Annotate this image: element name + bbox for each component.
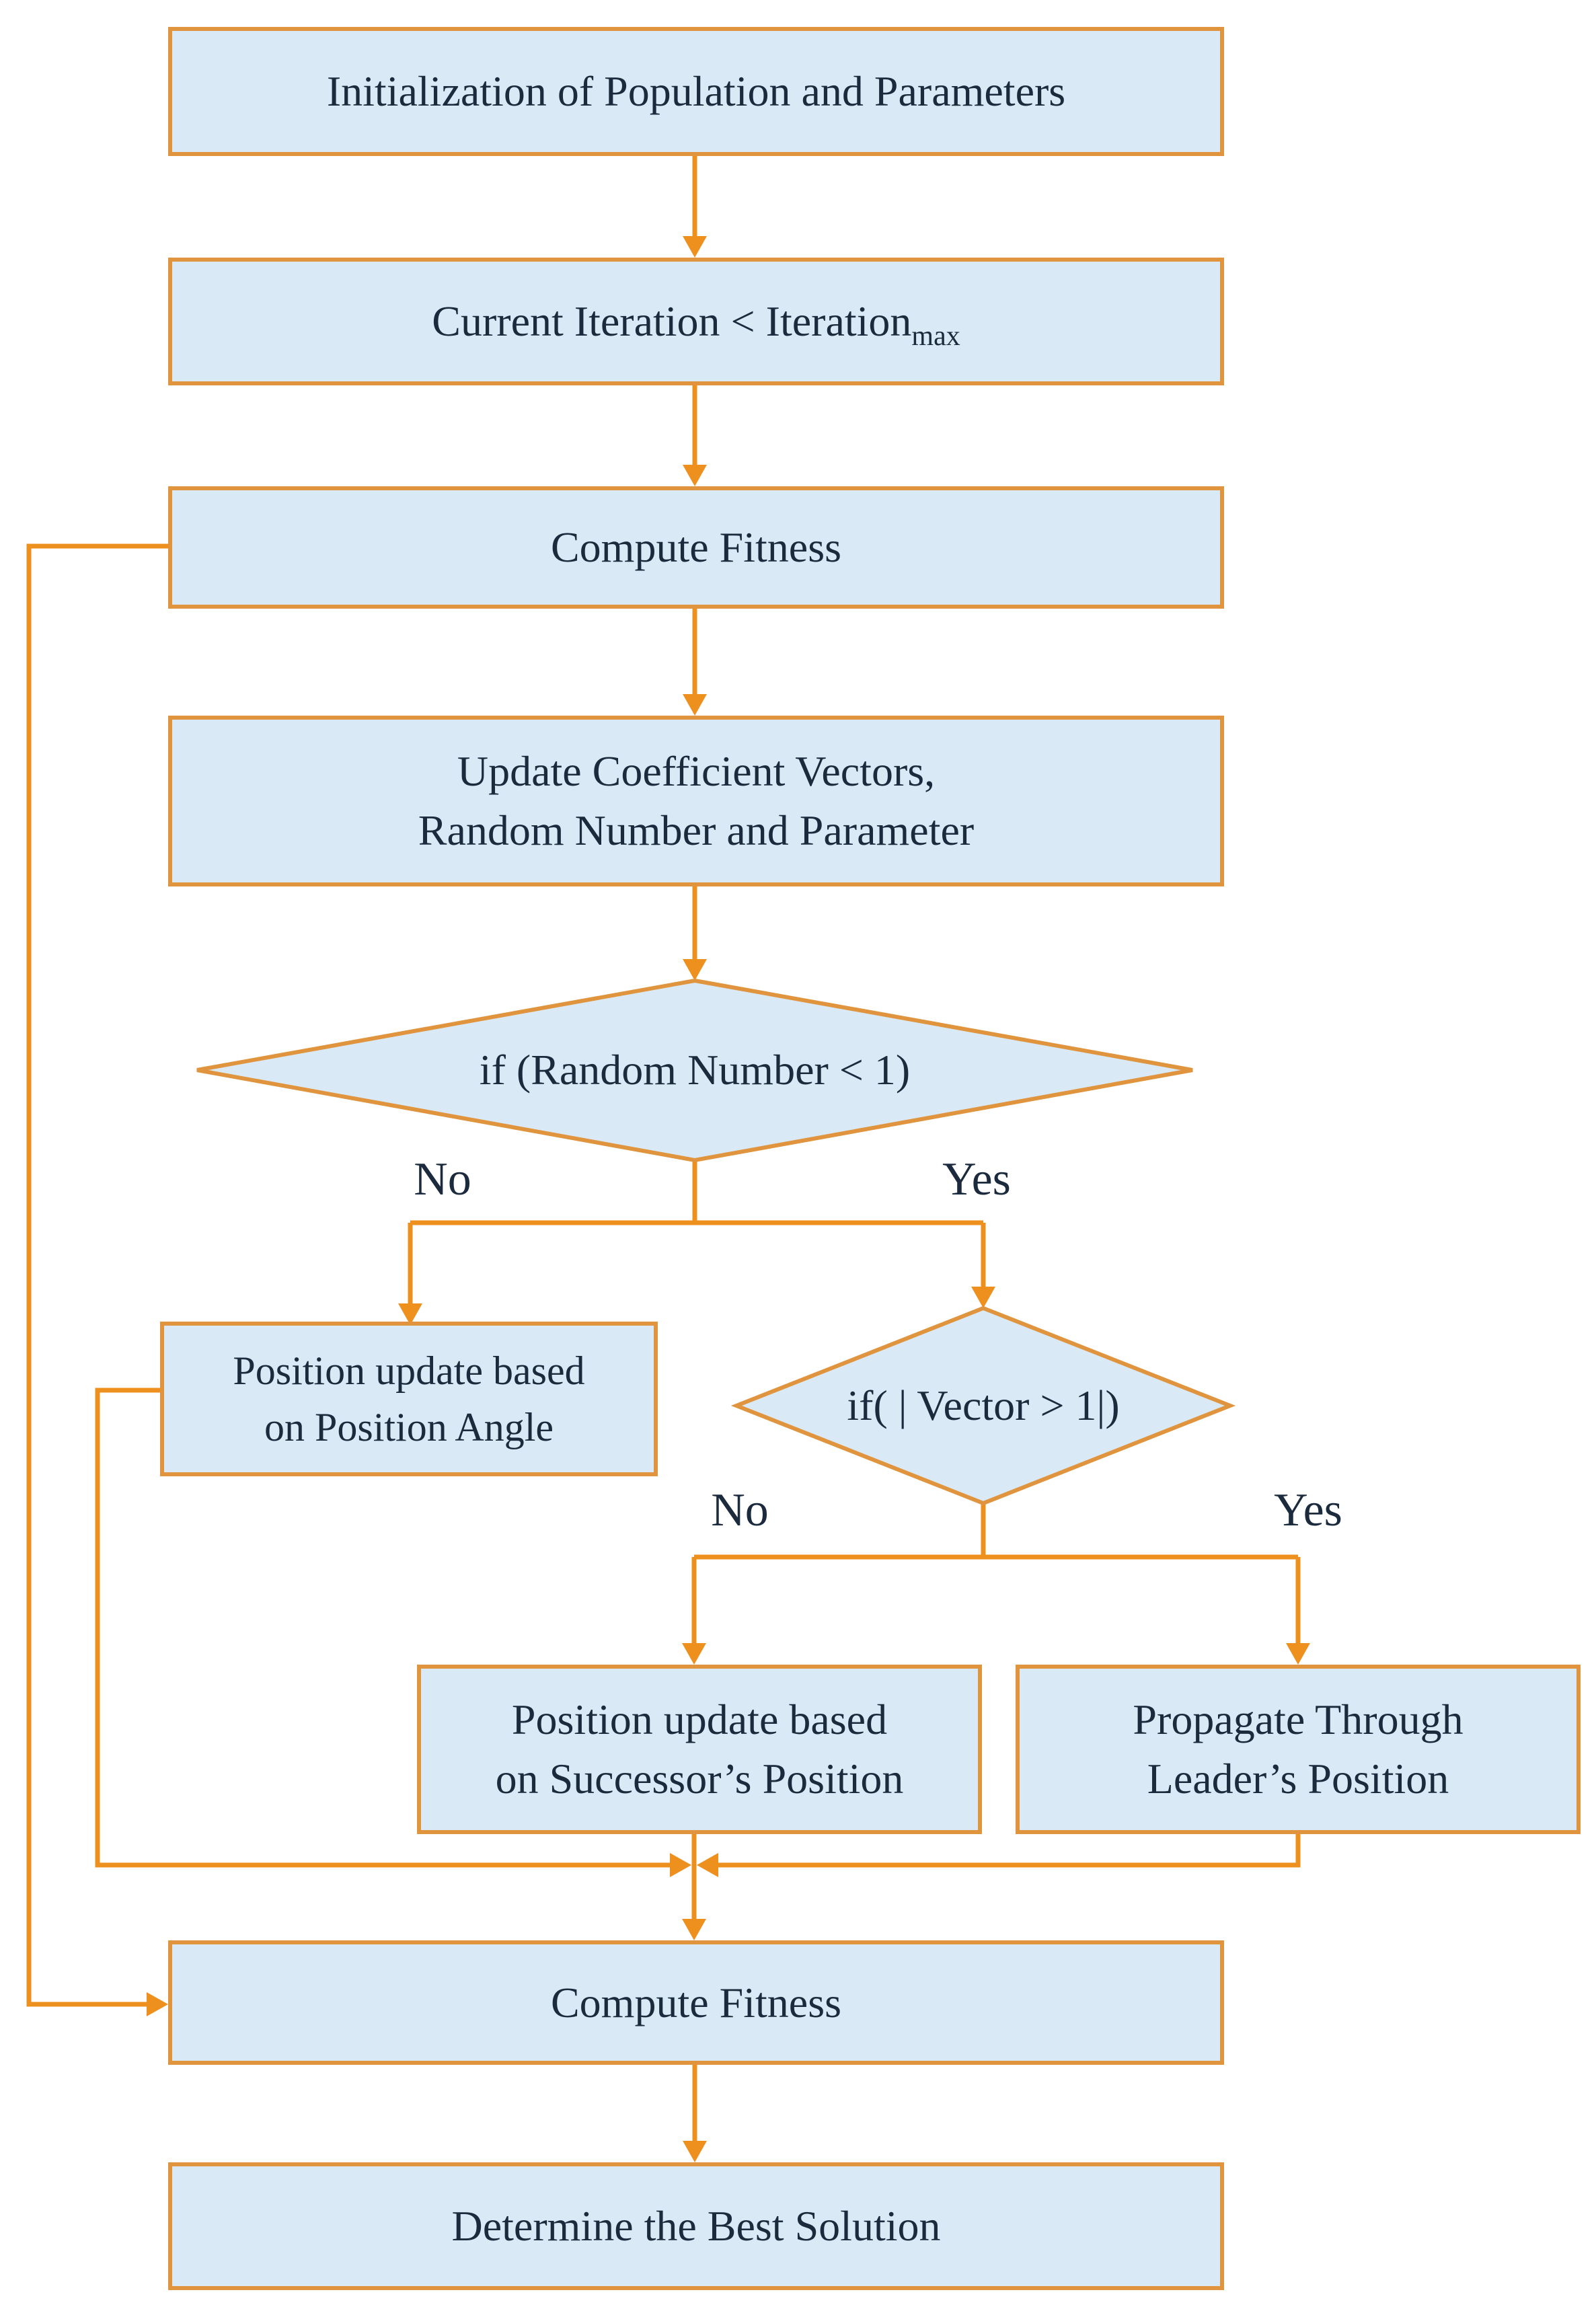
process-box-propagate-leader: Propagate Through Leader’s Position [1016, 1665, 1581, 1834]
edge-label-no-random: No [414, 1153, 471, 1205]
process-box-line: Update Coefficient Vectors, [457, 747, 936, 795]
arrowhead-down-icon [683, 236, 707, 258]
process-box-position-angle: Position update based on Position Angle [160, 1322, 658, 1476]
process-box-successor-position: Position update based on Successor’s Pos… [417, 1665, 982, 1834]
arrowhead-right-icon [147, 1992, 168, 2016]
edge-label-yes-vector: Yes [1274, 1484, 1342, 1536]
process-box-compute-fitness-1: Compute Fitness [168, 486, 1224, 609]
decision-diamond-random-number [196, 978, 1193, 1163]
process-box-line: Propagate Through [1133, 1696, 1464, 1743]
process-box-line: Position update based [233, 1349, 585, 1393]
process-box-line: on Position Angle [264, 1405, 554, 1449]
wire-cf1-outer-loop-to-cf2 [26, 543, 169, 2007]
arrowhead-down-icon [682, 1643, 706, 1665]
decision-text: if( | Vector > 1|) [847, 1381, 1120, 1429]
process-box-compute-fitness-2: Compute Fitness [168, 1940, 1224, 2065]
wire-position-angle-to-merge [95, 1388, 671, 1868]
process-box-label: Compute Fitness [550, 1978, 842, 2026]
decision-label-random-number: if (Random Number < 1) [291, 1040, 1098, 1100]
process-box-label: Initialization of Population and Paramet… [326, 67, 1066, 115]
process-box-line: Random Number and Parameter [418, 806, 975, 854]
arrowhead-down-icon [683, 959, 707, 981]
arrowhead-down-icon [971, 1287, 995, 1308]
process-box-best-solution: Determine the Best Solution [168, 2162, 1224, 2290]
iteration-subscript: max [911, 320, 960, 352]
process-box-label: Current Iteration < Iteration [432, 297, 912, 345]
arrowhead-down-icon [1286, 1643, 1310, 1665]
arrowhead-right-icon [670, 1853, 691, 1877]
process-box-line: on Successor’s Position [495, 1755, 904, 1802]
decision-diamond-vector [730, 1305, 1236, 1506]
process-box-update-coefficients: Update Coefficient Vectors, Random Numbe… [168, 716, 1224, 886]
wire-leader-to-merge [717, 1834, 1301, 1868]
process-box-line: Position update based [511, 1696, 888, 1743]
decision-label-vector: if( | Vector > 1|) [748, 1375, 1219, 1436]
process-box-label: Determine the Best Solution [451, 2202, 941, 2250]
process-box-line: Leader’s Position [1147, 1755, 1449, 1802]
edge-label-yes-random: Yes [942, 1153, 1011, 1205]
arrowhead-down-icon [683, 694, 707, 716]
arrowhead-left-icon [697, 1853, 718, 1877]
iteration-condition-text: Current Iteration < Iterationmax [432, 292, 960, 351]
process-box-label: Compute Fitness [550, 523, 842, 571]
arrowhead-down-icon [683, 465, 707, 486]
process-box-iteration-check: Current Iteration < Iterationmax [168, 258, 1224, 385]
process-box-initialization: Initialization of Population and Paramet… [168, 27, 1224, 156]
arrowhead-down-icon [398, 1303, 422, 1325]
arrowhead-down-icon [682, 1919, 706, 1940]
edge-label-no-vector: No [711, 1484, 769, 1536]
decision-text: if (Random Number < 1) [479, 1046, 911, 1094]
arrowhead-down-icon [683, 2141, 707, 2162]
